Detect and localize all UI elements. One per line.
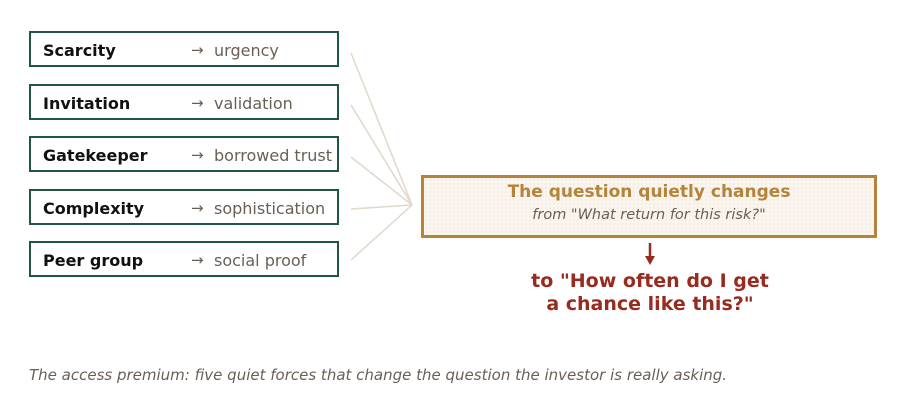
right-arrow-icon: → [191,251,204,269]
question-box: The question quietly changes from "What … [421,175,877,238]
connector-gatekeeper [350,156,413,206]
force-box-peer-group: Peer group → social proof [29,241,339,277]
connector-complexity [350,204,413,210]
force-effect: sophistication [214,199,326,218]
force-name: Complexity [43,199,145,218]
question-to-line-2: a chance like this?" [546,293,754,315]
force-box-complexity: Complexity → sophistication [29,189,339,225]
right-arrow-icon: → [191,146,204,164]
right-arrow-icon: → [191,94,204,112]
force-box-gatekeeper: Gatekeeper → borrowed trust [29,136,339,172]
figure-caption: The access premium: five quiet forces th… [29,366,728,384]
question-to: to "How often do I get a chance like thi… [470,270,830,316]
connector-peer-group [350,204,413,261]
force-effect: urgency [214,41,279,60]
force-effect: social proof [214,251,307,270]
question-title: The question quietly changes [507,182,791,202]
force-name: Scarcity [43,41,116,60]
force-effect: borrowed trust [214,146,333,165]
right-arrow-icon: → [191,199,204,217]
force-name: Gatekeeper [43,146,148,165]
question-to-line-1: to "How often do I get [531,270,769,292]
force-effect: validation [214,94,293,113]
force-box-invitation: Invitation → validation [29,84,339,120]
force-box-scarcity: Scarcity → urgency [29,31,339,67]
right-arrow-icon: → [191,41,204,59]
question-from: from "What return for this risk?" [532,207,766,223]
down-arrow-icon [645,243,655,265]
connector-scarcity [350,52,413,206]
force-name: Peer group [43,251,144,270]
force-name: Invitation [43,94,131,113]
connector-invitation [350,104,413,206]
